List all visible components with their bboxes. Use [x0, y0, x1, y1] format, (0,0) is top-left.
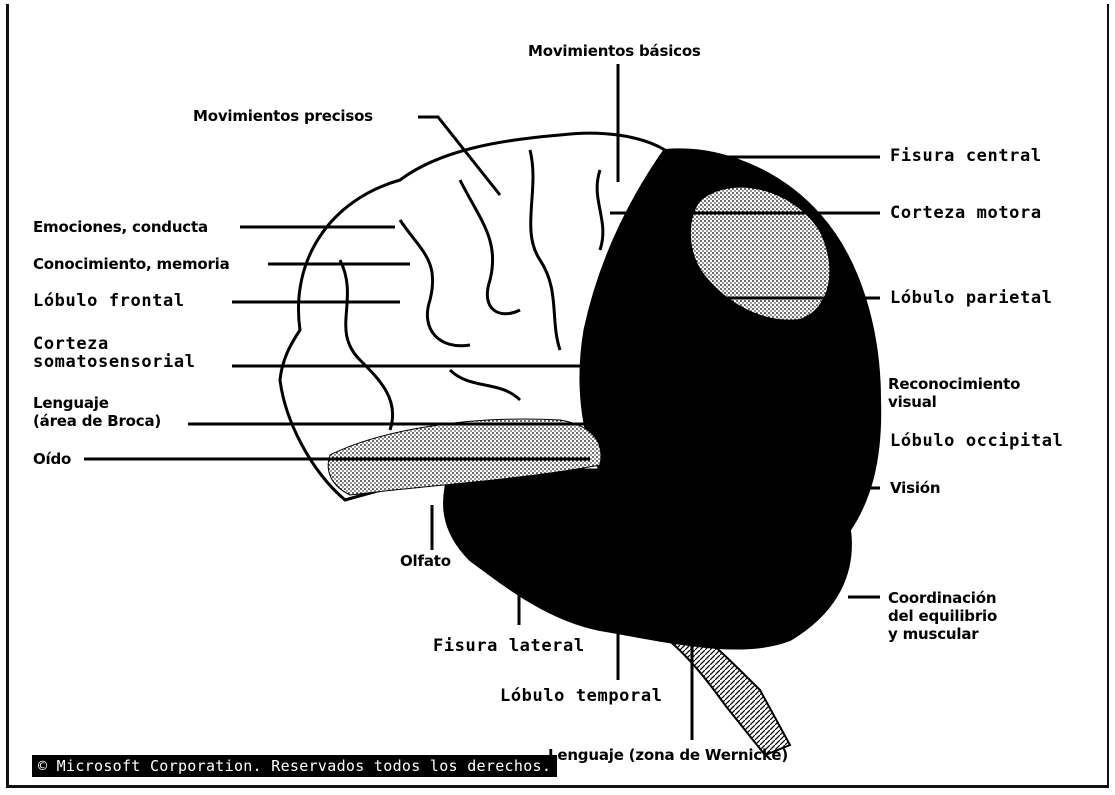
label-oido: Oído [33, 450, 71, 468]
label-coordinacion-line2: del equilibrio [888, 607, 997, 625]
copyright-notice: © Microsoft Corporation. Reservados todo… [32, 755, 557, 777]
label-corteza-somatosensorial-line2: somatosensorial [33, 353, 196, 371]
label-lenguaje-broca: Lenguaje (área de Broca) [33, 394, 161, 430]
label-reconocimiento-visual-line1: Reconocimiento [888, 375, 1020, 393]
label-emociones-conducta: Emociones, conducta [33, 218, 208, 236]
label-lobulo-parietal: Lóbulo parietal [890, 289, 1053, 307]
label-olfato: Olfato [400, 552, 451, 570]
label-movimientos-basicos: Movimientos básicos [528, 42, 701, 60]
label-lenguaje-wernicke: Lenguaje (zona de Wernicke) [548, 746, 788, 764]
label-coordinacion-line1: Coordinación [888, 589, 997, 607]
label-reconocimiento-visual: Reconocimiento visual [888, 375, 1020, 411]
label-vision: Visión [890, 479, 940, 497]
label-lenguaje-broca-line1: Lenguaje [33, 394, 161, 412]
label-lobulo-frontal: Lóbulo frontal [33, 292, 185, 310]
label-conocimiento-memoria: Conocimiento, memoria [33, 255, 230, 273]
label-lobulo-occipital: Lóbulo occipital [890, 432, 1063, 450]
label-fisura-lateral: Fisura lateral [433, 637, 585, 655]
label-lobulo-temporal: Lóbulo temporal [500, 687, 663, 705]
label-corteza-motora: Corteza motora [890, 204, 1042, 222]
label-corteza-somatosensorial: Corteza somatosensorial [33, 335, 196, 371]
label-movimientos-precisos: Movimientos precisos [193, 107, 373, 125]
label-reconocimiento-visual-line2: visual [888, 393, 1020, 411]
label-corteza-somatosensorial-line1: Corteza [33, 335, 196, 353]
label-coordinacion: Coordinación del equilibrio y muscular [888, 589, 997, 643]
label-fisura-central: Fisura central [890, 147, 1042, 165]
label-coordinacion-line3: y muscular [888, 625, 997, 643]
label-lenguaje-broca-line2: (área de Broca) [33, 412, 161, 430]
